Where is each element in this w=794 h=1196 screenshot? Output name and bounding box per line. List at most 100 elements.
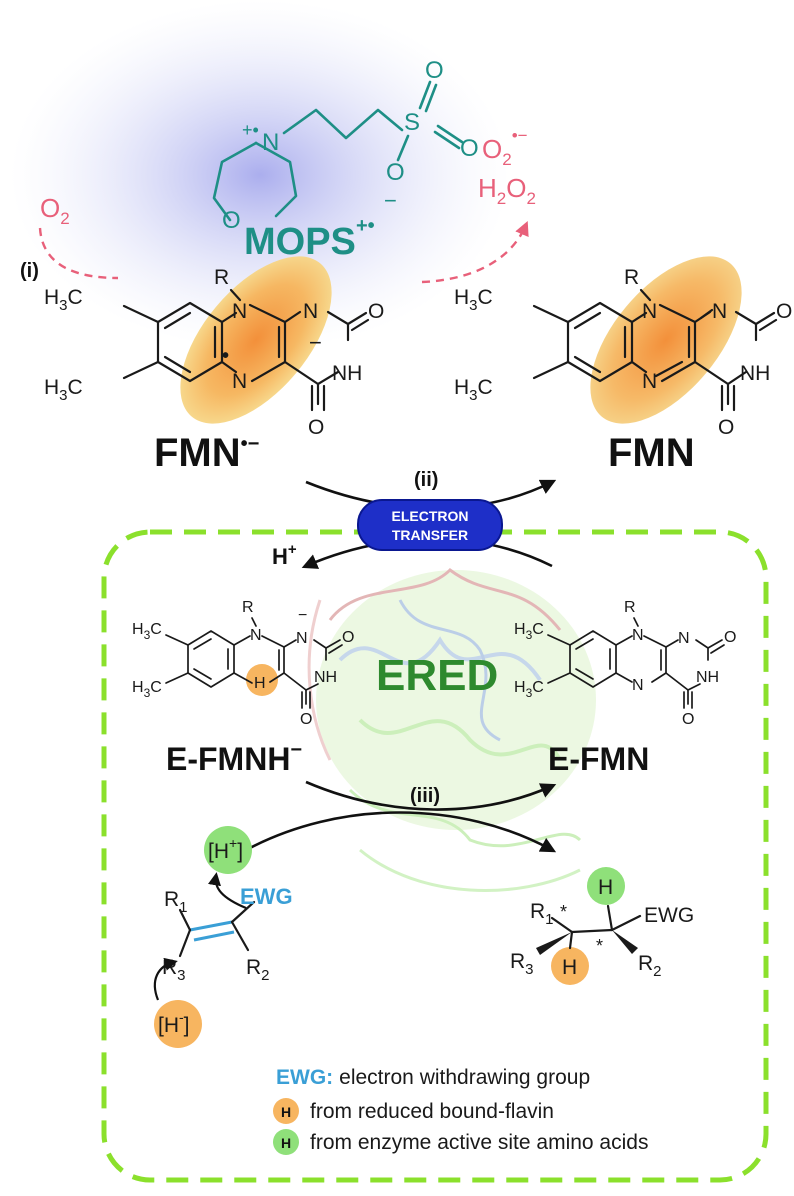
svg-text:N: N — [678, 630, 690, 647]
svg-text:[H+]: [H+] — [208, 835, 243, 863]
mops-glow — [10, 0, 510, 350]
fmn-r-label: R — [214, 266, 229, 289]
svg-text:O: O — [718, 416, 734, 439]
svg-text:N: N — [303, 300, 318, 323]
mops-o-atom: O — [222, 207, 241, 234]
ered-protein-cartoon — [307, 568, 596, 892]
svg-text:N: N — [642, 300, 657, 323]
svg-text:from reduced bound-flavin: from reduced bound-flavin — [310, 1100, 554, 1123]
mops-o-minus: O — [386, 159, 405, 186]
mops-molecule: N +• O S O O O − MOPS +• — [212, 57, 479, 263]
mops-charge: +• — [356, 215, 375, 237]
proton-label: H+ — [272, 541, 297, 569]
superoxide-label: O2•− — [482, 126, 528, 169]
svg-text:N: N — [296, 630, 308, 647]
svg-text:R2: R2 — [638, 952, 662, 980]
svg-text:H: H — [562, 956, 577, 979]
electron-transfer-badge: ELECTRON TRANSFER — [357, 499, 503, 551]
ered-label: ERED — [376, 651, 498, 700]
step-ii-label: (ii) — [414, 469, 438, 491]
svg-text:O: O — [300, 711, 312, 728]
svg-text:R3: R3 — [510, 950, 534, 978]
svg-text:N: N — [232, 300, 247, 323]
legend-orange-badge — [273, 1098, 299, 1124]
svg-text:*: * — [596, 936, 603, 956]
e-fmn-label: E-FMN — [548, 741, 649, 777]
svg-text:R: R — [624, 599, 636, 616]
svg-text:O: O — [682, 711, 694, 728]
svg-text:O: O — [724, 629, 736, 646]
svg-text:ELECTRON: ELECTRON — [392, 508, 469, 524]
svg-text:H3C: H3C — [132, 679, 162, 700]
svg-text:from enzyme active site amino: from enzyme active site amino acids — [310, 1131, 648, 1154]
fmn-radical-label: FMN•− — [154, 431, 259, 475]
e-fmn-structure: R N N N NH O O H3C H3C — [514, 599, 736, 728]
svg-text:−: − — [309, 330, 322, 355]
svg-text:H: H — [598, 876, 613, 899]
substrate-reduction-arrow — [245, 811, 557, 853]
svg-text:R: R — [242, 599, 254, 616]
svg-text:H3C: H3C — [454, 286, 493, 314]
svg-text:R1: R1 — [530, 900, 554, 928]
fmn-structure: R N N N NH O O H3C H3C — [454, 256, 792, 439]
mops-n-charge: +• — [242, 120, 259, 140]
svg-text:TRANSFER: TRANSFER — [392, 527, 468, 543]
svg-text:H3C: H3C — [44, 376, 83, 404]
svg-text:R1: R1 — [164, 888, 188, 916]
svg-text:N: N — [632, 677, 644, 694]
e-fmnh-structure: R N H N − NH O O H3C H3C — [132, 599, 354, 728]
svg-text:H: H — [254, 675, 266, 692]
svg-text:N: N — [250, 627, 262, 644]
ewg-label: EWG — [240, 884, 293, 909]
mops-minus-sign: − — [384, 188, 397, 213]
svg-text:EWG: EWG — [644, 904, 694, 927]
svg-text:H3C: H3C — [514, 679, 544, 700]
svg-text:H3C: H3C — [514, 621, 544, 642]
svg-text:NH: NH — [740, 362, 770, 385]
h2o2-label: H2O2 — [478, 173, 536, 208]
svg-text:O: O — [342, 629, 354, 646]
svg-text:N: N — [642, 370, 657, 393]
svg-text:O: O — [368, 300, 384, 323]
e-fmnh-label: E-FMNH− — [166, 739, 302, 777]
mops-s-atom: S — [404, 109, 420, 136]
step-i-label: (i) — [20, 260, 39, 282]
radical-dot: • — [222, 345, 229, 367]
legend-green-badge — [273, 1129, 299, 1155]
svg-text:N: N — [712, 300, 727, 323]
mops-n-atom: N — [262, 129, 279, 156]
svg-text:H: H — [281, 1104, 291, 1120]
svg-text:[H-]: [H-] — [158, 1009, 190, 1037]
fmn-label: FMN — [608, 431, 695, 475]
flavin-oxidation-arrow — [305, 780, 557, 811]
svg-text:R2: R2 — [246, 956, 270, 984]
svg-text:H3C: H3C — [132, 621, 162, 642]
svg-text:N: N — [632, 627, 644, 644]
svg-text:R3: R3 — [162, 956, 186, 984]
svg-text:R: R — [624, 266, 639, 289]
mops-o-right: O — [460, 135, 479, 162]
step-iii-label: (iii) — [410, 785, 440, 807]
fmn-radical-structure: R N N • N − NH O O H3C H3C — [44, 256, 384, 439]
svg-text:−: − — [298, 607, 307, 624]
o2-label: O2 — [40, 193, 70, 228]
svg-text:NH: NH — [314, 669, 337, 686]
svg-text:NH: NH — [696, 669, 719, 686]
svg-text:NH: NH — [332, 362, 362, 385]
svg-text:N: N — [232, 370, 247, 393]
svg-text:H: H — [281, 1135, 291, 1151]
alkene-substrate: [H+] R1 R3 R2 EWG [H-] — [153, 826, 293, 1048]
legend: EWG:electron withdrawing group H from re… — [273, 1066, 648, 1155]
svg-text:EWG:electron withdrawing group: EWG:electron withdrawing group — [276, 1066, 590, 1089]
mops-o-top: O — [425, 57, 444, 84]
svg-text:O: O — [776, 300, 792, 323]
ros-dashed-arrow — [421, 221, 529, 284]
svg-text:H3C: H3C — [454, 376, 493, 404]
svg-text:O: O — [308, 416, 324, 439]
chiral-product: H H R1 * * R3 R2 EWG — [510, 867, 694, 985]
o2-dashed-arrow — [38, 227, 119, 280]
svg-text:*: * — [560, 902, 567, 922]
svg-text:H3C: H3C — [44, 286, 83, 314]
